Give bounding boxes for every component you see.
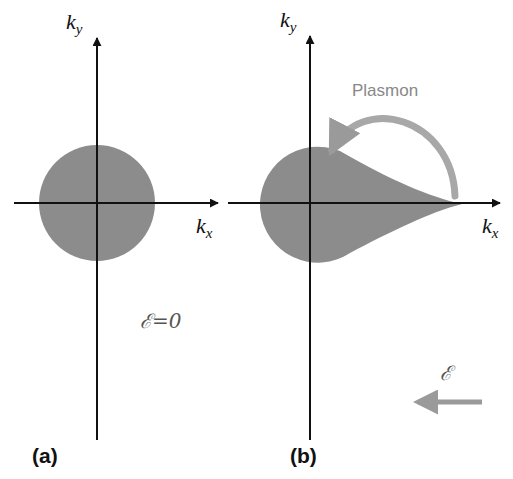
field-arrow [418,400,482,405]
panel-label: (b) [290,444,317,467]
axis-label: ky [66,10,82,38]
axis-label: kx [196,214,212,242]
plasmon-arrow [332,118,455,196]
kx-axis [228,202,500,204]
ky-axis [96,38,98,440]
ky-axis [309,36,311,440]
field-label: ℰ=0 [140,310,181,332]
plasmon-label: Plasmon [352,82,418,101]
axis-label: kx [482,214,498,242]
panel-label: (a) [32,444,58,467]
field-label: ℰ [440,362,452,384]
axis-label: ky [280,8,296,36]
kx-axis [14,202,218,204]
shifted-disk [260,147,462,263]
